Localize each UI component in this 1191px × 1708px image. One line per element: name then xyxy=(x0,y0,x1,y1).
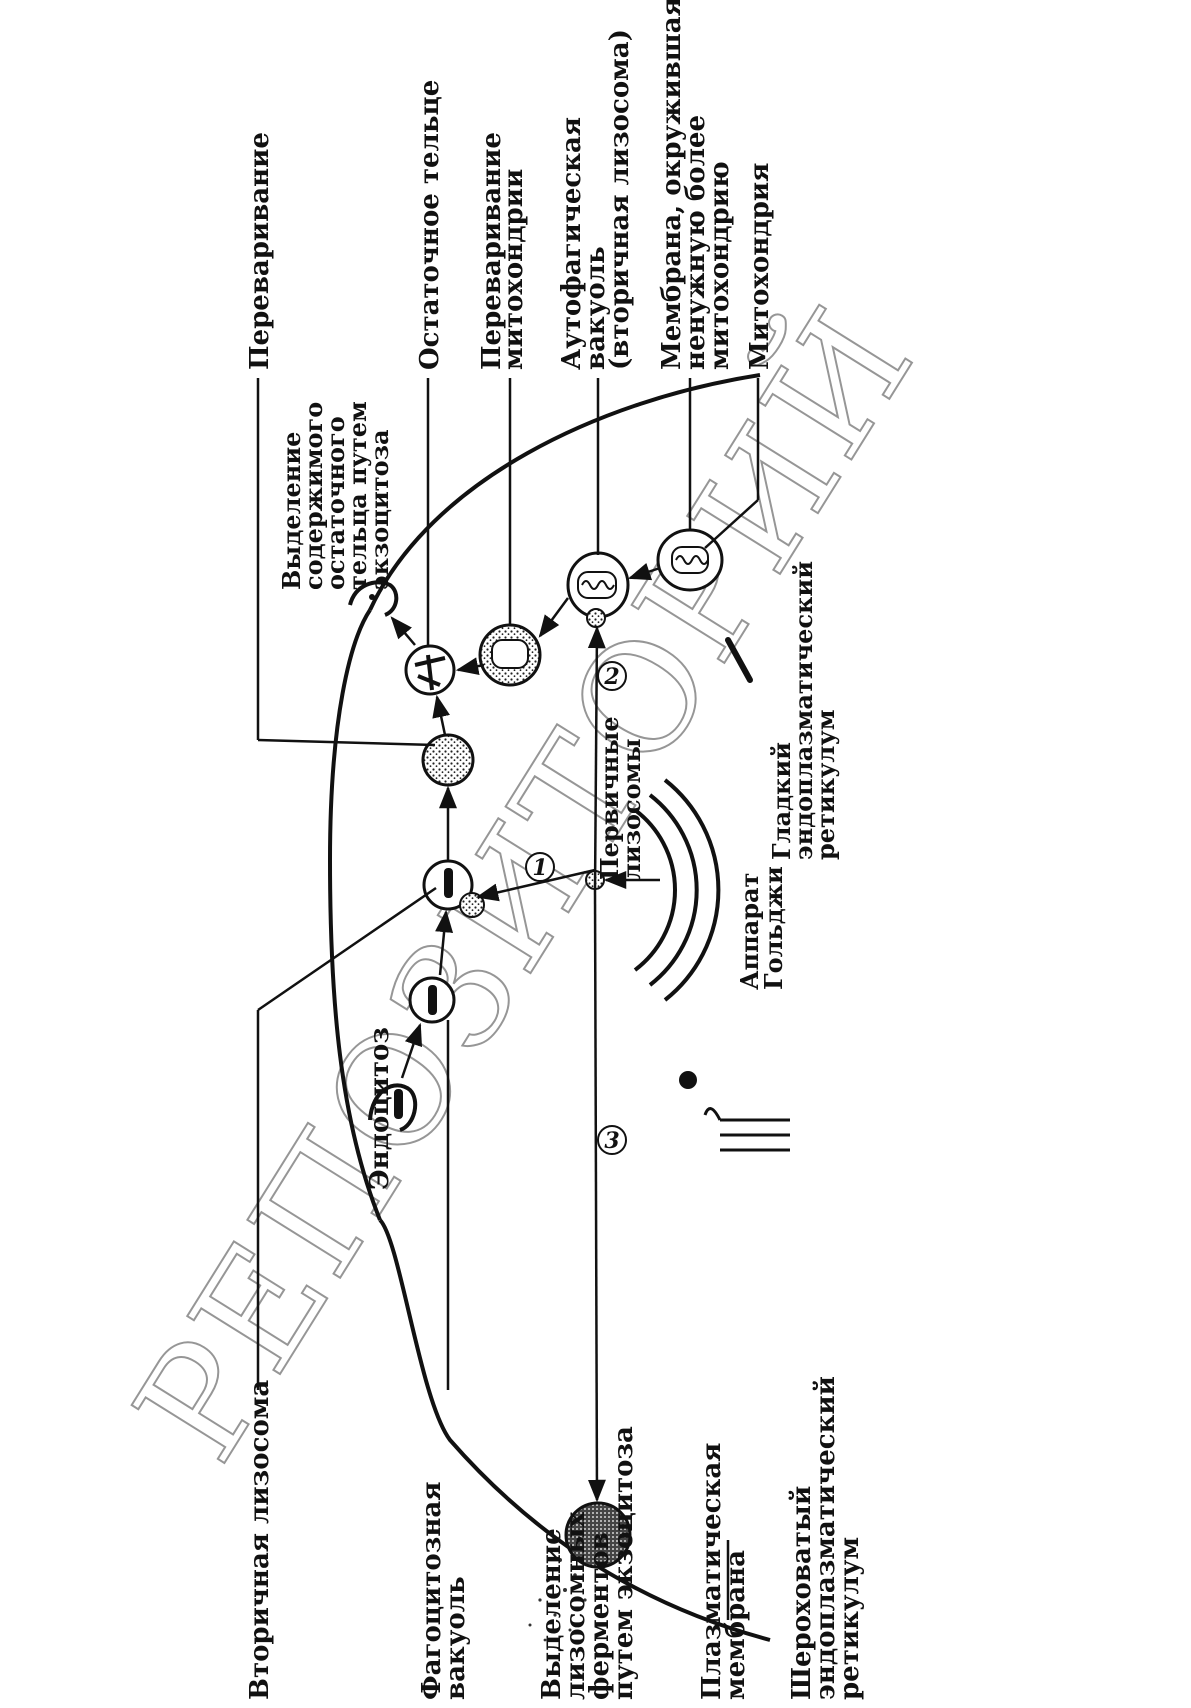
label-plasma-membrane-2: мембрана xyxy=(721,1550,751,1700)
rough-er-shape xyxy=(720,1120,790,1150)
label-rough-er-3: ретикулум xyxy=(835,1537,865,1700)
wrapped-mitochondrion xyxy=(672,547,708,573)
leader-digestion-2 xyxy=(258,740,435,745)
label-membrane-3: митохондрию xyxy=(705,161,735,370)
arrow-digestion-to-residual xyxy=(437,697,445,735)
label-secondary-lysosome: Вторичная лизосома xyxy=(245,1380,275,1700)
label-release-residual-5: экзоцитоза xyxy=(365,429,394,590)
arrow-mito-to-residual xyxy=(458,665,484,670)
pathway-1-number: 1 xyxy=(532,855,547,881)
label-autophagic-3: (вторичная лизосома) xyxy=(605,29,635,370)
autophagic-lysosome xyxy=(587,609,605,627)
label-phagocytic-vacuole-2: вакуоль xyxy=(441,1576,471,1700)
label-residual-body: Остаточное тельце xyxy=(415,80,445,370)
watermark: РЕПОЗИТОРИЙ xyxy=(98,276,949,1489)
label-digestion: Переваривание xyxy=(245,132,275,370)
label-endocytosis: Эндоцитоз xyxy=(365,1027,395,1190)
secondary-lysosome-particle xyxy=(444,868,453,898)
label-mito-digestion-2: митохондрии xyxy=(499,169,529,370)
label-mitochondrion: Митохондрия xyxy=(745,163,775,370)
pathway-2-number: 2 xyxy=(603,664,619,690)
digested-mitochondrion xyxy=(492,640,528,668)
digestion-vacuole xyxy=(423,735,473,785)
label-golgi-2: Гольджи xyxy=(759,866,788,990)
phagocytic-vacuole-particle xyxy=(428,985,437,1015)
arrow-autophagic-to-digestion xyxy=(540,598,568,636)
label-smooth-er-3: ретикулум xyxy=(811,709,840,860)
rough-er-curve xyxy=(705,1109,720,1120)
svg-text:РЕПОЗИТОРИЙ: РЕПОЗИТОРИЙ xyxy=(98,276,949,1489)
arrow-pathway-3 xyxy=(595,890,597,1500)
endocytosed-particle xyxy=(394,1089,403,1119)
label-enzyme-release-4: путем экзоцитоза xyxy=(609,1426,639,1700)
exocytosis-particle xyxy=(369,594,375,600)
label-primary-lysosomes-2: лизосомы xyxy=(617,738,646,880)
arrow-residual-to-exocytosis xyxy=(392,618,415,645)
pathway-3-number: 3 xyxy=(604,1128,619,1154)
er-vesicle xyxy=(679,1071,697,1089)
